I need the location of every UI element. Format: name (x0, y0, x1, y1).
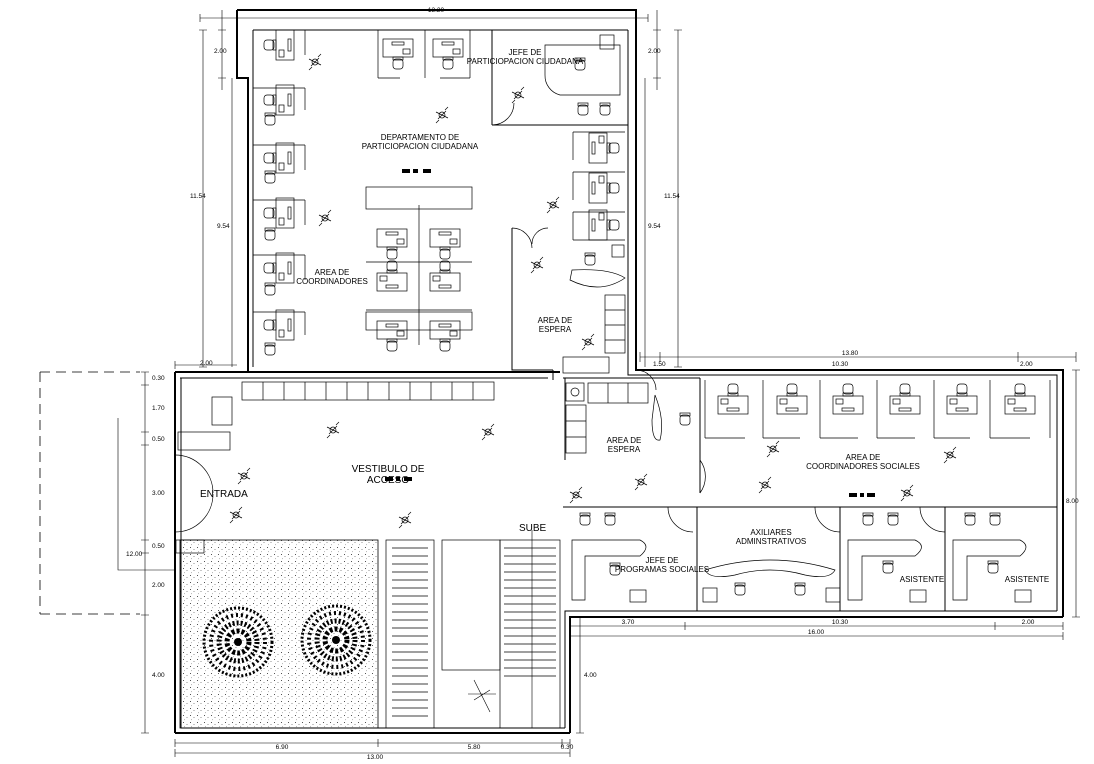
dim-bottom-c: 2.00 (1022, 619, 1035, 626)
workstations-coordinadores-sociales (704, 380, 1051, 439)
room-label-asistente-1: ASISTENTE (900, 575, 944, 584)
dim-left-height: 11.54 (190, 193, 206, 200)
workstations-center (365, 186, 473, 351)
waiting-furniture (562, 294, 691, 454)
jefe-office-furniture (544, 34, 621, 116)
dim-left-total: 12.00 (126, 551, 143, 558)
dim-left-4: 3.00 (152, 490, 165, 497)
offices-south (571, 512, 1032, 603)
workstations-west (253, 30, 306, 356)
dim-base-a: 6.90 (276, 744, 289, 751)
dim-left-1: 0.30 (152, 375, 165, 382)
dim-right-b: 10.30 (832, 361, 849, 368)
workstations-top (377, 30, 471, 79)
dim-top-width: 13.20 (428, 7, 445, 14)
room-label-sube: SUBE (519, 523, 547, 534)
dim-mid-left: 2.00 (200, 360, 213, 367)
dim-right-height: 11.54 (664, 193, 680, 200)
dim-left-2: 1.70 (152, 405, 165, 412)
dim-stair-height: 4.00 (584, 672, 597, 679)
dim-right-total: 13.80 (842, 350, 859, 357)
workstations-east (569, 131, 626, 288)
stairs (385, 530, 561, 729)
dim-left-3: 0.50 (152, 436, 165, 443)
dim-right-c: 2.00 (1020, 361, 1033, 368)
dim-base-b: 5.80 (468, 744, 481, 751)
dim-bottom-total: 16.00 (808, 629, 825, 636)
dimension-lines (141, 10, 1080, 757)
setback-outline (39, 371, 176, 615)
garden (175, 539, 379, 729)
dim-base-total: 13.00 (367, 754, 384, 761)
dim-left-inner: 9.54 (217, 223, 230, 230)
doors (174, 102, 946, 533)
dim-bottom-b: 10.30 (832, 619, 849, 626)
dim-right-inner: 9.54 (648, 223, 661, 230)
room-label-asistente-2: ASISTENTE (1005, 575, 1049, 584)
bench-row (177, 381, 495, 451)
dim-top-left: 2.00 (214, 48, 227, 55)
dim-base-c: 0.30 (561, 744, 574, 751)
dim-left-5: 0.50 (152, 543, 165, 550)
room-label-vestibulo: VESTIBULO DEACCESO (352, 464, 425, 486)
dim-right-a: 1.50 (653, 361, 666, 368)
dim-left-6: 2.00 (152, 582, 165, 589)
room-label-entrada: ENTRADA (200, 489, 248, 500)
dimension-labels: 13.20 2.00 2.00 11.54 9.54 11.54 9.54 2.… (126, 7, 1079, 761)
dim-top-right: 2.00 (648, 48, 661, 55)
dim-bottom-a: 3.70 (622, 619, 635, 626)
dim-left-7: 4.00 (152, 672, 165, 679)
dim-right-height-2: 8.00 (1066, 498, 1079, 505)
